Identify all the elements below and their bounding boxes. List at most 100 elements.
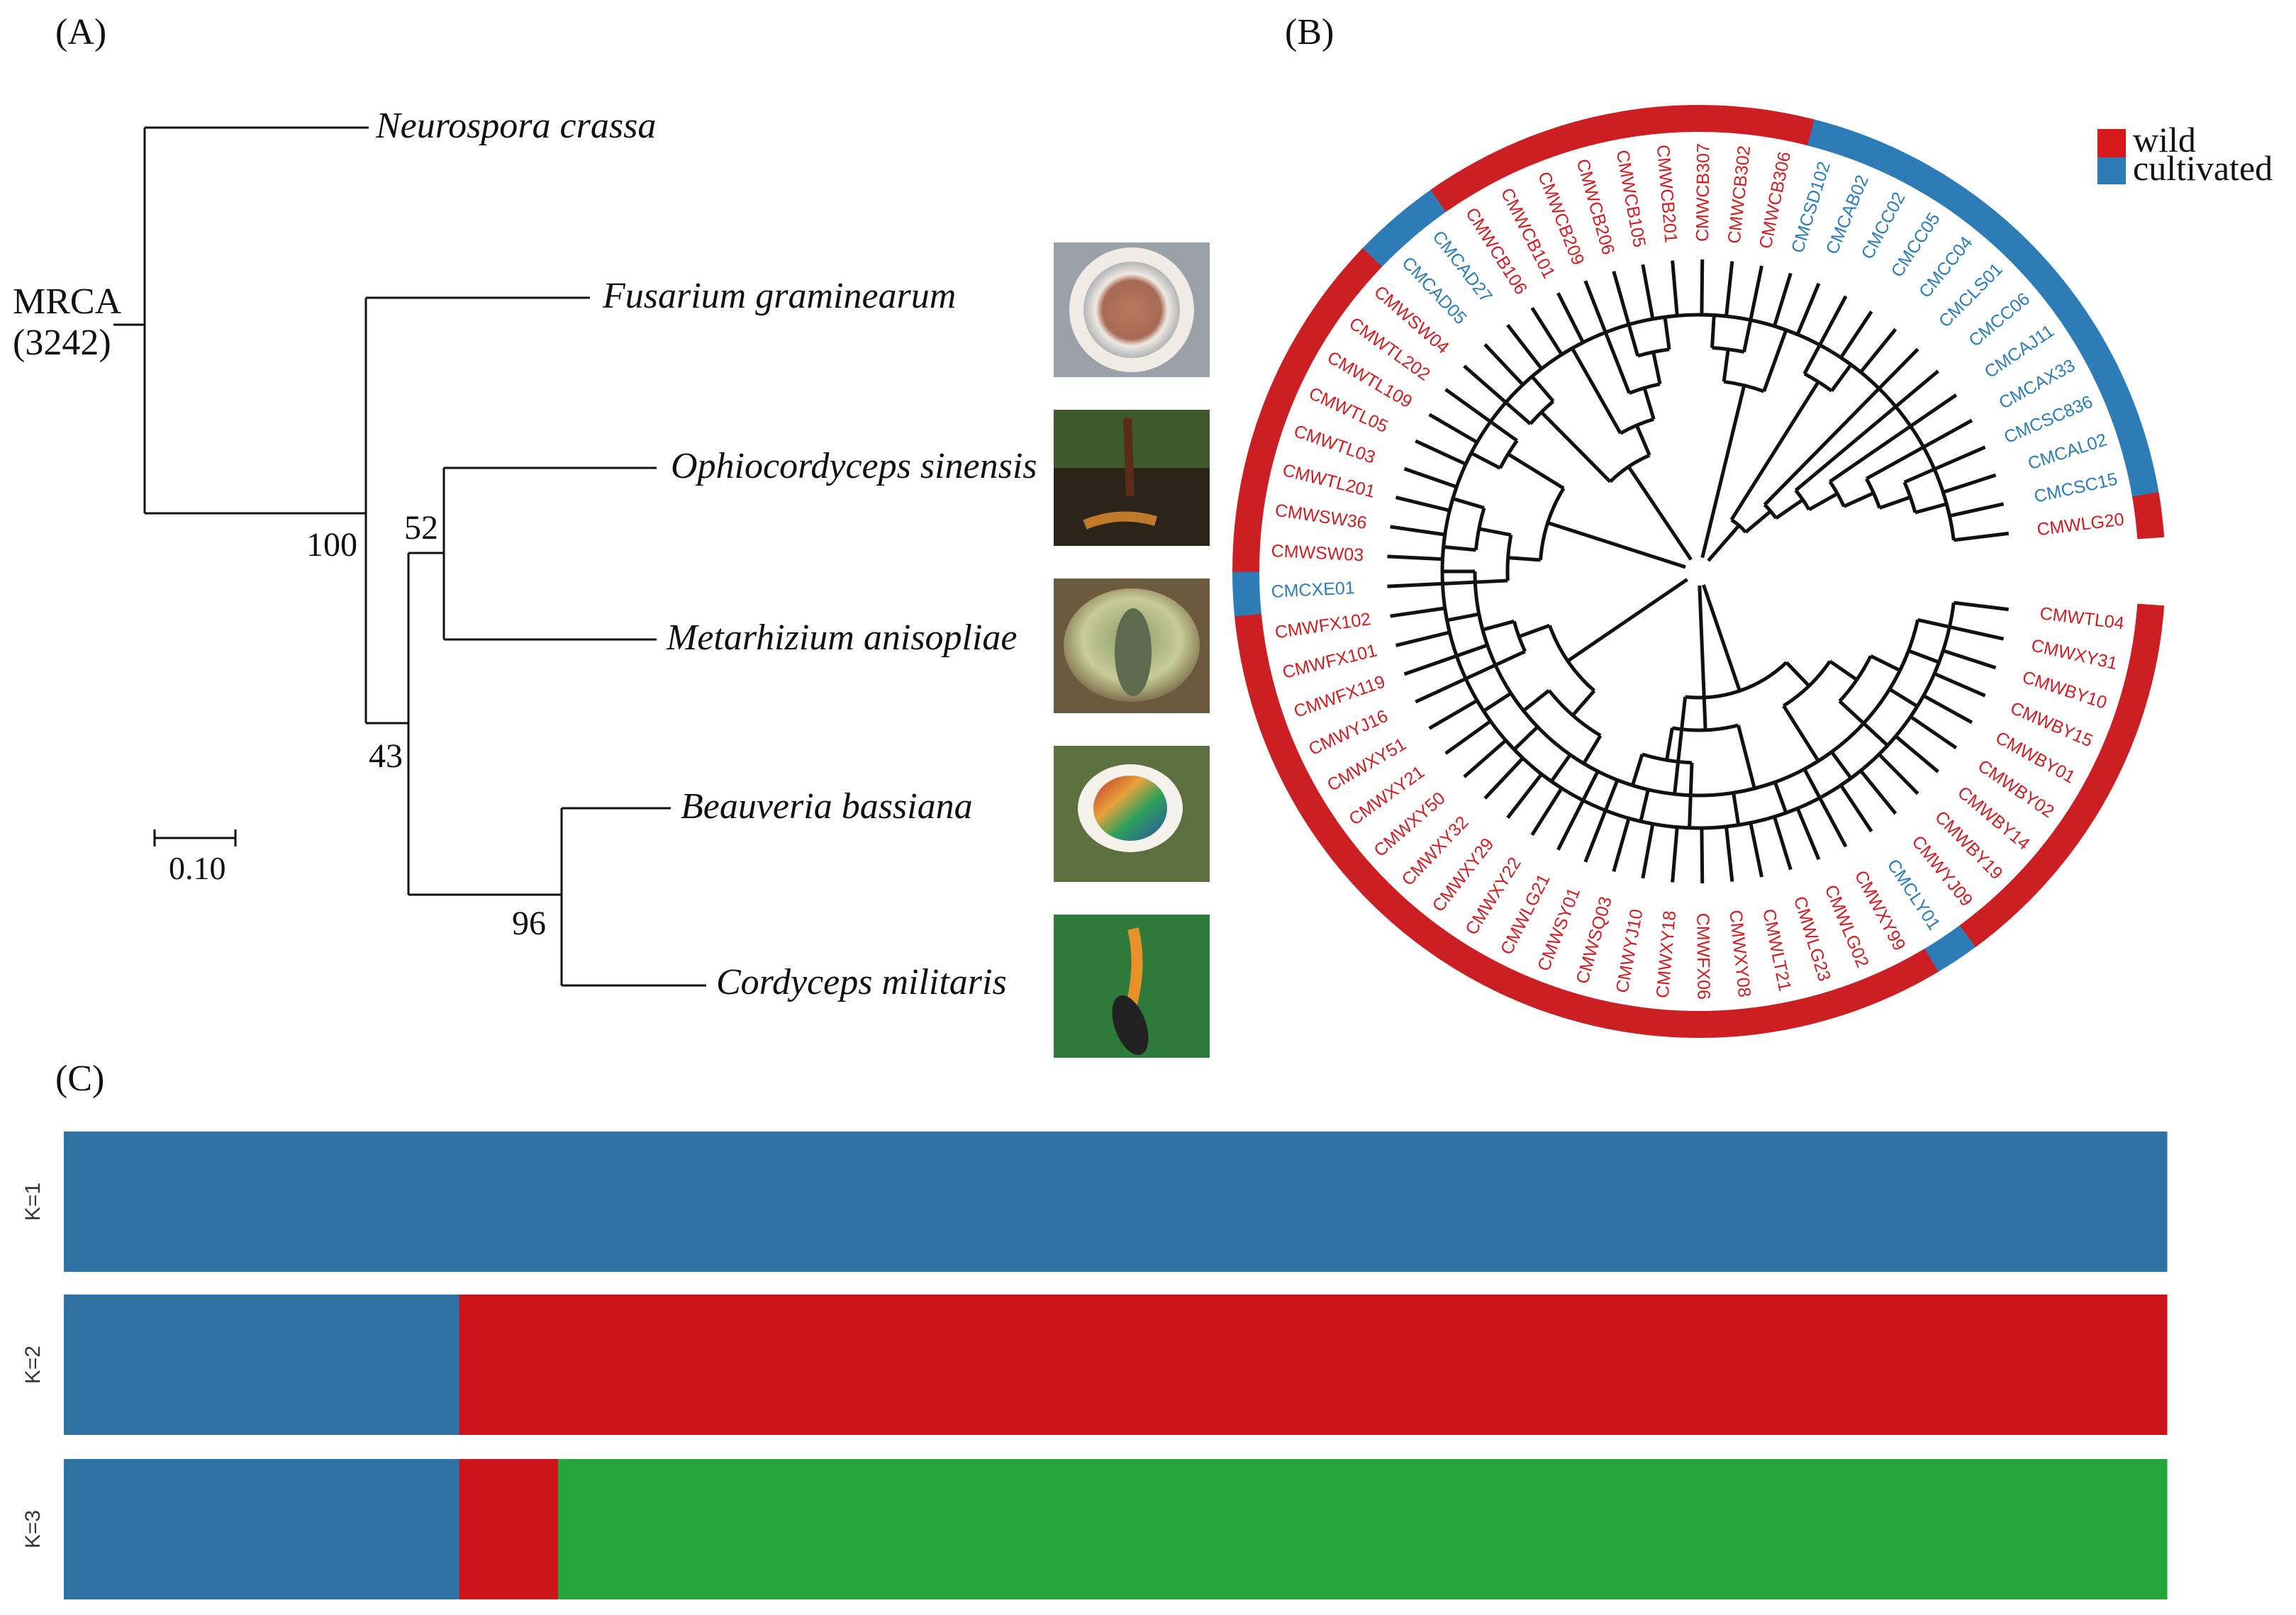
- support-value: 100: [306, 526, 357, 564]
- leaf-label: CMWLG20: [2036, 509, 2125, 540]
- tree-branch: [1583, 779, 1620, 863]
- tree-branch: [1634, 424, 1651, 457]
- tree-branch: [1440, 313, 1956, 830]
- support-value: 52: [404, 509, 438, 547]
- tree-branch: [1903, 445, 1986, 484]
- ring-segment: [1240, 654, 1278, 705]
- tree-branch: [1830, 751, 1853, 780]
- tree-branch: [1566, 578, 1688, 663]
- structure-segment: [64, 1131, 2168, 1272]
- tree-branch: [1829, 393, 1958, 484]
- tree-branch: [1395, 630, 1450, 647]
- tree-branch: [1463, 739, 1508, 778]
- ring-segment: [1924, 170, 1976, 218]
- tree-branch: [1724, 826, 1734, 882]
- ring-segment: [1395, 189, 1447, 238]
- tree-branch: [1888, 687, 1919, 708]
- tree-branch: [1785, 661, 1811, 688]
- tree-branch: [1795, 282, 1821, 335]
- tree-branch: [1627, 465, 1693, 561]
- tree-branch: [1447, 612, 1480, 622]
- tree-branch: [1631, 754, 1644, 786]
- tree-branch: [1795, 808, 1821, 861]
- ring-segment: [2110, 686, 2150, 737]
- tree-branch: [1530, 306, 1564, 356]
- ring-segment: [2131, 603, 2165, 651]
- ring-segment: [1886, 150, 1939, 194]
- tree-branch: [1642, 387, 1656, 420]
- tree-branch: [1641, 264, 1655, 320]
- ring-segment: [1307, 810, 1355, 862]
- tree-branch: [1482, 619, 1515, 632]
- ring-segment: [2092, 364, 2136, 417]
- tree-branch: [1934, 671, 1986, 698]
- ophiocordyceps-photo: [1054, 410, 1210, 546]
- tree-branch: [1839, 311, 1873, 359]
- ring-segment: [1958, 898, 2011, 948]
- support-value: 96: [512, 905, 546, 942]
- tree-branch: [1463, 364, 1532, 425]
- tree-branch: [1617, 778, 1649, 792]
- ring-segment: [1549, 988, 1600, 1026]
- tree-branch: [1473, 571, 1919, 798]
- tree-branch: [1444, 720, 1492, 755]
- tree-branch: [1782, 705, 1820, 762]
- tree-branch: [1829, 659, 1858, 681]
- tree-branch: [1865, 478, 1882, 509]
- tree-branch: [1763, 347, 1919, 506]
- ring-segment: [2092, 726, 2136, 778]
- leaf-label: CMWCB201: [1653, 144, 1681, 244]
- taxon-label: Ophiocordyceps sinensis: [671, 446, 1037, 486]
- tree-branch: [1464, 441, 1479, 465]
- tree-branch: [1878, 753, 1919, 795]
- k-label: K=3: [21, 1510, 45, 1548]
- leaf-label: CMWCB307: [1693, 143, 1713, 242]
- tree-branch: [1428, 698, 1478, 730]
- tree-branch: [1571, 689, 1596, 717]
- ring-segment: [1362, 876, 1414, 927]
- tree-branch: [1729, 381, 1820, 521]
- leaf-label: CMWXY31: [2029, 635, 2119, 674]
- tree-branch: [1942, 473, 1997, 494]
- tree-branch: [1803, 750, 1833, 771]
- structure-segment: [64, 1459, 460, 1599]
- tree-branch: [1830, 363, 1853, 392]
- tree-branch: [1744, 510, 1772, 534]
- tree-branch: [1415, 649, 1526, 704]
- tree-branch: [1387, 579, 1508, 588]
- ring-segment: [2022, 837, 2071, 888]
- leaf-labels: CMWTL04CMWXY31CMWBY10CMWBY15CMWBY01CMWBY…: [1271, 143, 2125, 1000]
- tree-branch: [1641, 823, 1655, 879]
- legend-swatch-wild: [2097, 129, 2126, 157]
- taxon-label: Neurospora crassa: [375, 106, 656, 146]
- ring-segment: [2123, 645, 2159, 695]
- tree-branch: [1730, 518, 1747, 534]
- tree-branch: [1712, 346, 1745, 354]
- tree-branch: [1932, 649, 1945, 675]
- species-tree: [113, 126, 706, 987]
- tree-branch: [1556, 292, 1585, 344]
- leaf-label: CMWFX101: [1281, 640, 1379, 683]
- ring-segment: [1508, 129, 1559, 171]
- tree-branch: [1710, 315, 1716, 348]
- tree-branch: [1470, 451, 1501, 470]
- taxon-label: Metarhizium anisopliae: [666, 618, 1017, 658]
- tree-branch: [1571, 347, 1622, 435]
- ring-segment: [1508, 972, 1559, 1014]
- ring-segment: [1266, 735, 1310, 787]
- ring-segment: [1681, 1010, 1727, 1038]
- panel-label-c: (C): [55, 1058, 104, 1099]
- leaf-label: CMWSW03: [1271, 541, 1364, 565]
- structure-segment: [459, 1459, 559, 1599]
- ring-segment: [1333, 247, 1383, 298]
- tree-branch: [1639, 789, 1650, 822]
- tree-branch: [1651, 352, 1662, 385]
- ring-segment: [2049, 802, 2097, 854]
- ring-segment: [1468, 953, 1520, 998]
- tree-branch: [1949, 502, 2005, 518]
- ring-segment: [1958, 195, 2011, 245]
- panel-label-a: (A): [55, 12, 106, 52]
- tree-branch: [1762, 329, 1788, 392]
- tree-branch: [1702, 584, 1741, 692]
